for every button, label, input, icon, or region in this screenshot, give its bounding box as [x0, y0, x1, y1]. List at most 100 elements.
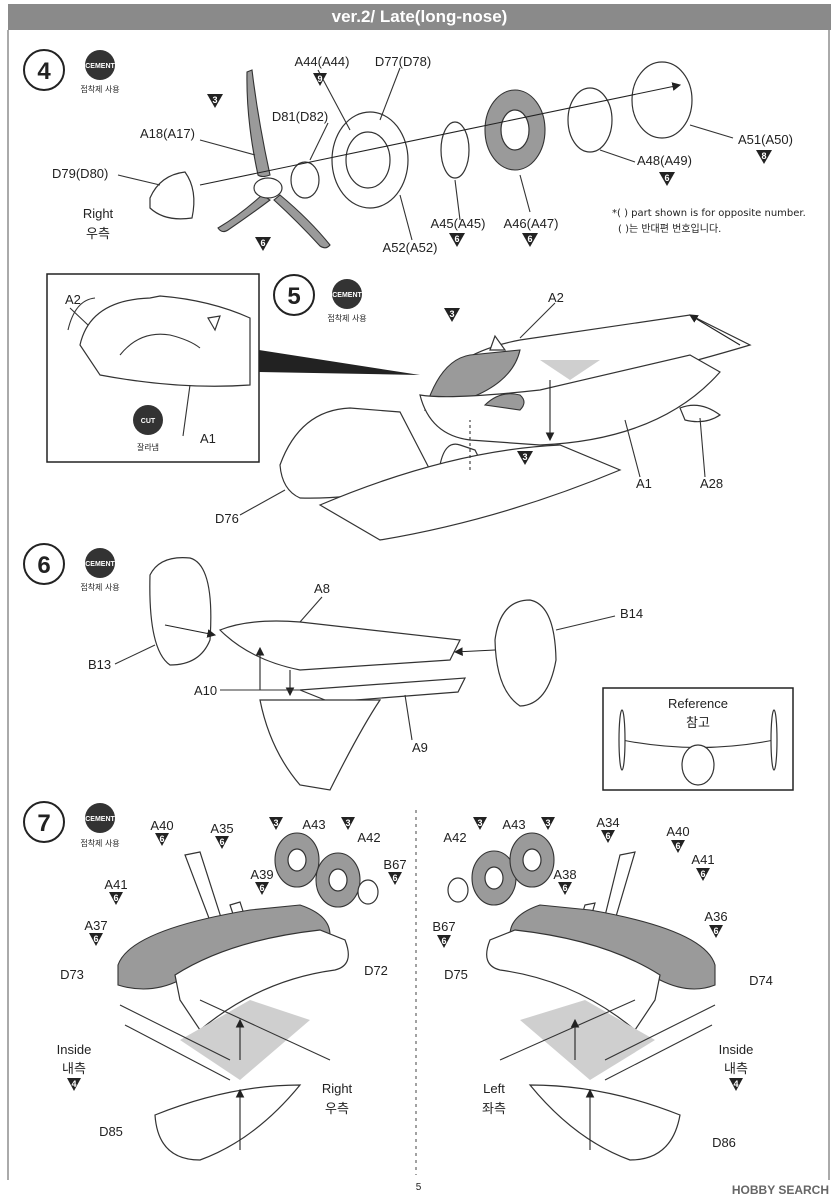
paint-mark: 6: [388, 872, 402, 885]
label-a34: A34: [596, 815, 619, 830]
step-6-number: 6: [37, 552, 50, 579]
label-b67: B67: [432, 919, 455, 934]
label-inset-a1: A1: [200, 431, 216, 446]
note-opposite-en: *( ) part shown is for opposite number.: [612, 208, 806, 219]
svg-text:3: 3: [212, 95, 217, 105]
label-a2: A2: [548, 290, 564, 305]
paint-mark: 4: [67, 1078, 81, 1091]
shade: [520, 1000, 655, 1080]
reference-ko: 참고: [686, 715, 710, 730]
cut-badge-text: CUT: [141, 418, 156, 425]
cut-sub-text: 잘라냄: [137, 442, 159, 452]
cement-sub-text: 접착제 사용: [80, 582, 119, 592]
label-a10: A10: [194, 683, 217, 698]
fuselage-a1: [419, 354, 721, 446]
paint-mark: 6: [709, 925, 723, 938]
fin-b13: [149, 557, 212, 666]
label-d81: D81(D82): [272, 109, 328, 124]
side-right-ko: 우측: [86, 226, 110, 241]
shade: [180, 1000, 310, 1080]
wing-center: [318, 444, 622, 541]
label-d77: D77(D78): [375, 54, 431, 69]
label-a37: A37: [84, 918, 107, 933]
svg-text:3: 3: [522, 452, 527, 462]
zoom-pointer: [259, 350, 420, 375]
cowl-inner: [345, 131, 391, 189]
label-a43: A43: [302, 817, 325, 832]
svg-text:3: 3: [449, 309, 454, 319]
inside-en: Inside: [57, 1042, 92, 1057]
fin-b14: [494, 599, 557, 707]
label-a40: A40: [150, 818, 173, 833]
label-a44: A44(A44): [295, 54, 350, 69]
label-b13: B13: [88, 657, 111, 672]
svg-text:6: 6: [700, 869, 705, 879]
svg-text:6: 6: [664, 173, 669, 183]
panel-d86: [528, 1084, 681, 1161]
label-d86: D86: [712, 1135, 736, 1150]
page-number: 5: [415, 1182, 422, 1193]
label-a18: A18(A17): [140, 126, 195, 141]
nacelle-d75: [486, 929, 661, 1031]
label-a36: A36: [704, 909, 727, 924]
label-a41: A41: [691, 852, 714, 867]
svg-text:6: 6: [113, 893, 118, 903]
note-opposite-ko: ( )는 반대편 번호입니다.: [618, 222, 721, 235]
part-a28: [679, 404, 722, 423]
paint-mark: 6: [522, 233, 538, 247]
inside-ko: 내측: [62, 1061, 86, 1076]
reference-en: Reference: [668, 696, 728, 711]
paint-mark: 9: [313, 73, 327, 86]
label-d75: D75: [444, 967, 468, 982]
paint-mark: 6: [155, 833, 169, 846]
cement-badge-text: CEMENT: [85, 816, 115, 823]
svg-text:6: 6: [219, 837, 224, 847]
gear-a45: [440, 121, 470, 179]
label-a28: A28: [700, 476, 723, 491]
cowl-ring-a51: [631, 61, 693, 139]
label-d76: D76: [215, 511, 239, 526]
svg-text:6: 6: [713, 926, 718, 936]
paint-mark: 3: [207, 94, 223, 108]
svg-text:8: 8: [761, 151, 766, 161]
step-6: 6 CEMENT 접착제 사용 A8 B14 B13 A10 A9 Refere…: [23, 543, 794, 791]
cut-icon: [133, 405, 163, 435]
paint-mark: 6: [449, 233, 465, 247]
side-ko: 좌측: [482, 1101, 506, 1116]
svg-text:6: 6: [93, 934, 98, 944]
paint-mark: 3: [341, 817, 355, 830]
svg-text:6: 6: [675, 841, 680, 851]
paint-mark: 8: [756, 150, 772, 164]
side-ko: 우측: [325, 1101, 349, 1116]
label-a39: A39: [250, 867, 273, 882]
step-7-left: 7 CEMENT 접착제 사용 A40 A35 A43 A42 A39 B67 …: [23, 801, 407, 1161]
label-d74: D74: [749, 973, 773, 988]
stabilizer-a9: [299, 677, 467, 703]
inside-en: Inside: [719, 1042, 754, 1057]
cement-icon: [85, 803, 115, 833]
hubcap-b67: [357, 879, 379, 905]
label-a48: A48(A49): [637, 153, 692, 168]
assembly-axis: [199, 82, 682, 186]
svg-text:9: 9: [317, 74, 322, 84]
label-a1: A1: [636, 476, 652, 491]
svg-text:4: 4: [71, 1079, 76, 1089]
label-a43: A43: [502, 817, 525, 832]
svg-text:6: 6: [159, 834, 164, 844]
paint-mark: 6: [89, 933, 103, 946]
cement-icon: [332, 279, 362, 309]
hubcap-b67-r: [447, 877, 469, 903]
side-right-en: Right: [83, 206, 114, 221]
label-a35: A35: [210, 821, 233, 836]
step-4-number: 4: [37, 58, 51, 85]
paint-mark: 6: [437, 935, 451, 948]
cement-badge-text: CEMENT: [332, 292, 362, 299]
step-4: 4 CEMENT 접착제 사용 A44(A44) D7: [23, 49, 806, 255]
stabilizer-a8: [218, 620, 461, 671]
side-en: Left: [483, 1081, 505, 1096]
inset-fuselage: [79, 295, 251, 387]
cement-sub-text: 접착제 사용: [327, 313, 366, 323]
paint-mark: 3: [473, 817, 487, 830]
svg-text:3: 3: [477, 818, 482, 828]
tail-fuselage: [259, 699, 382, 791]
